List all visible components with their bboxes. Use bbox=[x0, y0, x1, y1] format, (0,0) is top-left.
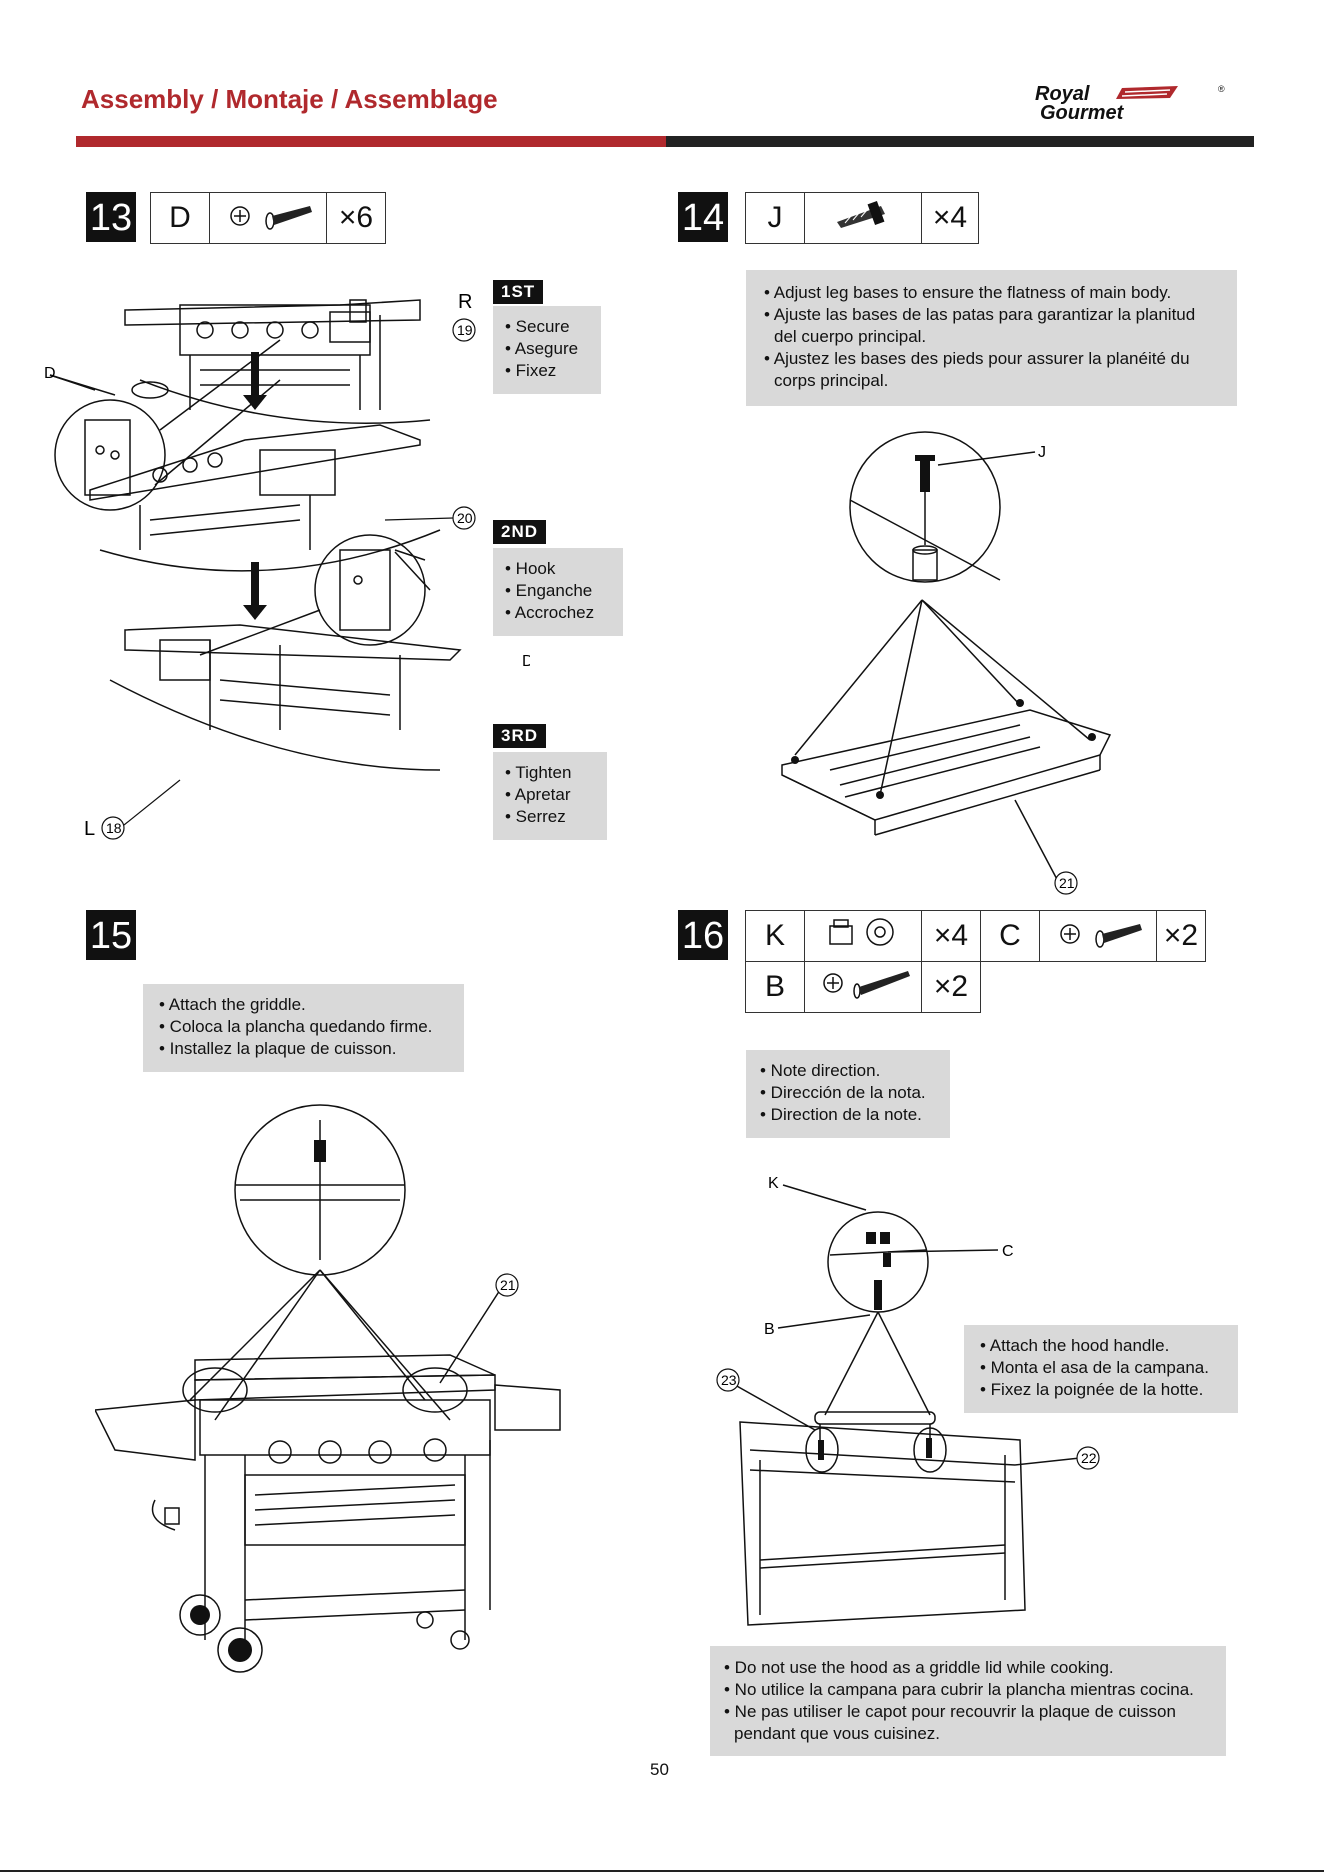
callout-22: 22 bbox=[1081, 1450, 1097, 1466]
step15-illustration: 21 bbox=[95, 1104, 561, 1673]
note-line: • Coloca la plancha quedando firme. bbox=[159, 1017, 433, 1036]
part-qty: ×2 bbox=[921, 961, 981, 1013]
callout-c: C bbox=[1002, 1243, 1014, 1260]
step16-parts-table-row2: B ×2 bbox=[745, 961, 981, 1013]
callout-b: B bbox=[764, 1321, 775, 1338]
sequence-note-1st: • Secure • Asegure • Fixez bbox=[493, 306, 601, 394]
leveler-bolt-icon bbox=[920, 460, 930, 492]
part-qty: ×6 bbox=[326, 192, 386, 244]
registered-mark: ® bbox=[1218, 84, 1225, 94]
brand-line1: Royal bbox=[1035, 83, 1090, 105]
part-letter: D bbox=[150, 192, 210, 244]
note-line: • Hook bbox=[505, 559, 556, 578]
callout-r: R bbox=[458, 291, 472, 313]
note-line: • Attach the hood handle. bbox=[980, 1336, 1170, 1355]
footer-line bbox=[0, 1870, 1324, 1872]
griddle-bolt-icon bbox=[314, 1140, 326, 1162]
note-line: • Dirección de la nota. bbox=[760, 1083, 926, 1102]
note-line: • Serrez bbox=[505, 807, 566, 826]
note-line: • Secure bbox=[505, 317, 570, 336]
sequence-tag-2nd: 2ND bbox=[493, 520, 547, 544]
part-letter: B bbox=[745, 961, 805, 1013]
note-line: • Installez la plaque de cuisson. bbox=[159, 1039, 397, 1058]
step13-parts-table: D ×6 bbox=[150, 192, 386, 244]
part-letter: J bbox=[745, 192, 805, 244]
long-phillips-bolt-icon bbox=[804, 961, 922, 1013]
nut-and-washer-icon bbox=[804, 910, 922, 962]
note-line: • No utilice la campana para cubrir la p… bbox=[724, 1680, 1194, 1699]
callout-j: J bbox=[1038, 444, 1046, 461]
sequence-tag-1st: 1ST bbox=[493, 280, 544, 304]
step-number-13: 13 bbox=[86, 192, 136, 242]
step-number-16: 16 bbox=[678, 910, 728, 960]
note-line: • Adjust leg bases to ensure the flatnes… bbox=[764, 283, 1172, 302]
callout-l: L bbox=[84, 818, 95, 840]
part-letter: K bbox=[745, 910, 805, 962]
note-line: • Ne pas utiliser le capot pour recouvri… bbox=[724, 1702, 1176, 1743]
down-arrow-icon bbox=[243, 605, 267, 620]
callout-d: D bbox=[44, 365, 56, 382]
note-line: • Note direction. bbox=[760, 1061, 881, 1080]
step16-handle-note: • Attach the hood handle. • Monta el asa… bbox=[964, 1325, 1238, 1413]
callout-21: 21 bbox=[500, 1277, 516, 1293]
note-line: • Do not use the hood as a griddle lid w… bbox=[724, 1658, 1114, 1677]
phillips-bolt-icon bbox=[1039, 910, 1157, 962]
step14-instruction-note: • Adjust leg bases to ensure the flatnes… bbox=[746, 270, 1237, 406]
note-line: • Ajuste las bases de las patas para gar… bbox=[764, 305, 1196, 346]
step15-instruction-note: • Attach the griddle. • Coloca la planch… bbox=[143, 984, 464, 1072]
note-line: • Direction de la note. bbox=[760, 1105, 922, 1124]
note-line: • Apretar bbox=[505, 785, 571, 804]
header-bar-black bbox=[666, 136, 1254, 147]
step-number-14: 14 bbox=[678, 192, 728, 242]
header-bar-red bbox=[76, 136, 666, 147]
step16-parts-table-row1: K ×4 C ×2 bbox=[745, 910, 1206, 962]
note-line: • Tighten bbox=[505, 763, 572, 782]
nut-icon bbox=[866, 1232, 876, 1244]
brand-line2: Gourmet bbox=[1040, 102, 1125, 122]
part-qty: ×4 bbox=[921, 910, 981, 962]
sequence-tag-3rd: 3RD bbox=[493, 724, 547, 748]
step13-illustration: R 19 20 18 D D L bbox=[44, 291, 530, 840]
bolt-icon bbox=[883, 1253, 891, 1267]
callout-d-lower: D bbox=[522, 653, 530, 670]
step16-warning-note: • Do not use the hood as a griddle lid w… bbox=[710, 1646, 1226, 1756]
leg-leveler-bolt-icon bbox=[804, 192, 922, 244]
page-title: Assembly / Montaje / Assemblage bbox=[81, 84, 498, 114]
part-qty: ×4 bbox=[921, 192, 979, 244]
note-line: • Fixez bbox=[505, 361, 557, 380]
callout-18: 18 bbox=[106, 820, 122, 836]
note-line: • Monta el asa de la campana. bbox=[980, 1358, 1209, 1377]
callout-20: 20 bbox=[457, 510, 473, 526]
step14-illustration: J 21 bbox=[781, 431, 1112, 895]
callout-19: 19 bbox=[457, 322, 473, 338]
step16-direction-note: • Note direction. • Dirección de la nota… bbox=[746, 1050, 950, 1138]
sequence-note-2nd: • Hook • Enganche • Accrochez bbox=[493, 548, 623, 636]
note-line: • Enganche bbox=[505, 581, 593, 600]
note-line: • Accrochez bbox=[505, 603, 595, 622]
note-line: • Attach the griddle. bbox=[159, 995, 306, 1014]
callout-21: 21 bbox=[1059, 875, 1075, 891]
part-letter: C bbox=[980, 910, 1040, 962]
phillips-bolt-icon bbox=[209, 192, 327, 244]
step14-parts-table: J ×4 bbox=[745, 192, 979, 244]
callout-23: 23 bbox=[721, 1372, 737, 1388]
step-number-15: 15 bbox=[86, 910, 136, 960]
callout-k: K bbox=[768, 1175, 779, 1192]
note-line: • Asegure bbox=[505, 339, 579, 358]
step16-illustration: K C B 23 22 bbox=[716, 1175, 1100, 1626]
note-line: • Fixez la poignée de la hotte. bbox=[980, 1380, 1204, 1399]
note-line: • Ajustez les bases des pieds pour assur… bbox=[764, 349, 1190, 390]
sequence-note-3rd: • Tighten • Apretar • Serrez bbox=[493, 752, 607, 840]
brand-logo: Royal Gourmet ® bbox=[1035, 83, 1225, 122]
page-number: 50 bbox=[650, 1760, 669, 1779]
part-qty: ×2 bbox=[1156, 910, 1206, 962]
down-arrow-icon bbox=[243, 395, 267, 410]
